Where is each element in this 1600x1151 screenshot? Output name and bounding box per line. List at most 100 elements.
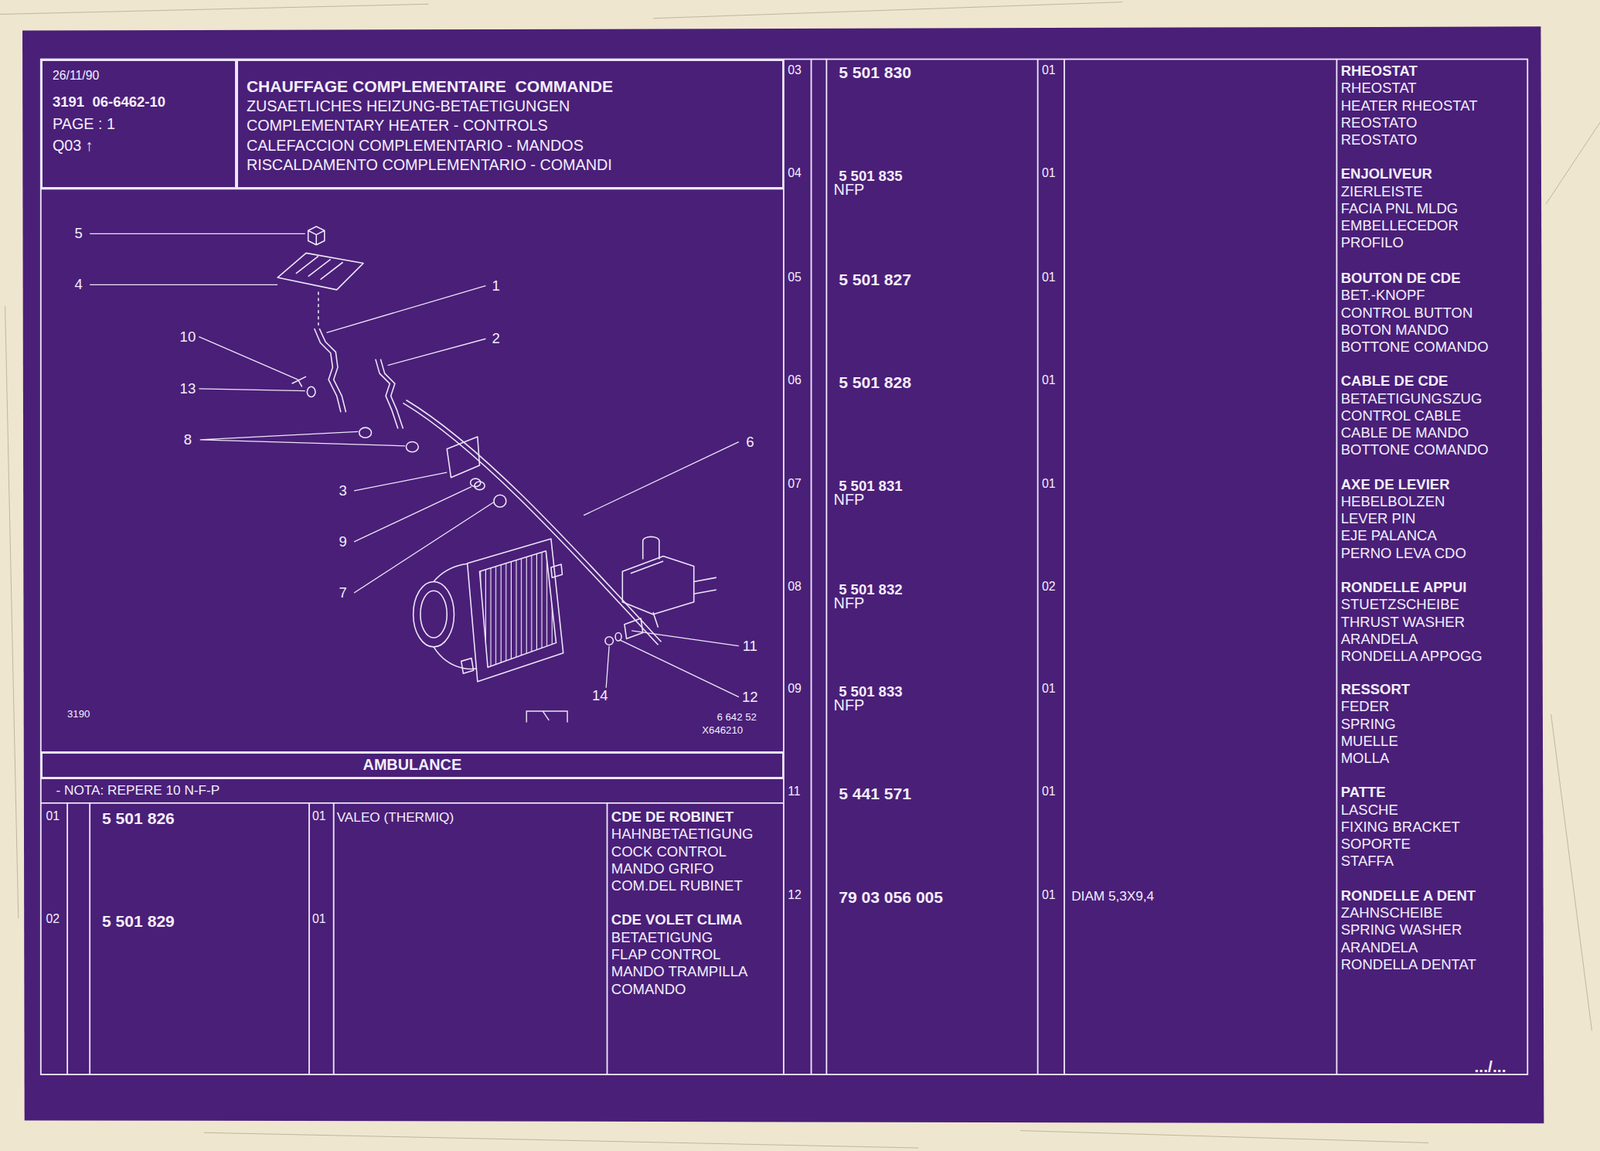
text-slot: THRUST WASHER	[1341, 614, 1465, 630]
description: MANDO GRIFO	[611, 861, 715, 877]
description: RESSORT	[1341, 681, 1410, 698]
description: COMANDO	[611, 981, 687, 998]
description: BETAETIGUNGSZUG	[1341, 391, 1483, 407]
description: STUETZSCHEIBE	[1341, 596, 1460, 613]
text-slot: MOLLA	[1341, 750, 1390, 766]
drawing-ref: X646210	[701, 725, 743, 737]
item-index: 08	[787, 579, 802, 593]
text-slot: 01	[312, 809, 327, 823]
text-slot: 5 501 826	[102, 809, 175, 828]
text-slot: ZUSAETLICHES HEIZUNG-BETAETIGUNGEN	[246, 98, 570, 116]
text-slot: RESSORT	[1341, 681, 1410, 698]
text-slot: 11	[742, 638, 758, 654]
quantity: 01	[312, 912, 327, 926]
text-slot: RISCALDAMENTO COMPLEMENTARIO - COMANDI	[246, 156, 613, 174]
text-slot: 3	[338, 483, 347, 499]
callout-number: 14	[592, 687, 609, 704]
text-slot: 8	[183, 432, 192, 448]
water-valve	[624, 618, 644, 639]
continuation-mark: .../...	[1474, 1057, 1506, 1076]
text-slot: CABLE DE CDE	[1341, 373, 1449, 389]
heater-control-parts	[405, 442, 419, 453]
text-slot: 02	[45, 912, 60, 926]
callout-number: 2	[491, 330, 500, 347]
heater-control-parts	[292, 376, 307, 387]
text-slot: AMBULANCE	[363, 756, 462, 774]
callout-number: 5	[74, 225, 83, 242]
item-index: 09	[787, 681, 802, 695]
text-slot: COM.DEL RUBINET	[611, 878, 743, 894]
water-valve	[615, 632, 622, 641]
description: CABLE DE MANDO	[1341, 425, 1470, 441]
text-slot: 6 642 52	[717, 711, 757, 724]
text-slot: 5	[74, 225, 83, 242]
heater-control-parts	[317, 292, 320, 330]
text-slot: 5 501 829	[102, 912, 175, 930]
callout-number: 1	[491, 277, 500, 293]
text-slot: 5 501 827	[838, 270, 912, 289]
text-slot: SPRING	[1341, 716, 1396, 732]
description: FEDER	[1341, 698, 1390, 715]
description: MANDO TRAMPILLA	[611, 963, 748, 980]
description: REOSTATO	[1341, 115, 1418, 131]
description: REOSTATO	[1341, 132, 1418, 148]
quantity: 01	[1041, 270, 1056, 284]
text-slot: 01	[312, 912, 327, 926]
description: LEVER PIN	[1341, 510, 1417, 527]
text-slot: CABLE DE MANDO	[1341, 425, 1470, 441]
text-slot: 4	[74, 276, 83, 293]
text-slot: 5 501 828	[838, 373, 912, 392]
description: CDE DE ROBINET	[611, 809, 734, 825]
text-slot: NFP	[834, 491, 865, 509]
heater-control-parts	[375, 359, 404, 429]
description: PATTE	[1341, 784, 1386, 800]
description: HEATER RHEOSTAT	[1341, 98, 1478, 114]
text-slot: HAHNBETAETIGUNG	[611, 826, 754, 842]
nfp-flag: NFP	[834, 697, 865, 715]
table-grid	[333, 803, 335, 1075]
description: SPRING	[1341, 716, 1396, 732]
text-slot: 01	[1041, 373, 1056, 387]
part-number: 79 03 056 005	[838, 888, 943, 906]
callout-number: 6	[745, 433, 754, 450]
text-slot: Q03 ↑	[52, 137, 94, 155]
table-grid	[810, 59, 813, 1075]
text-slot: VALEO (THERMIQ)	[337, 810, 455, 825]
heater-unit	[479, 551, 556, 668]
leader-line	[89, 233, 739, 697]
text-slot: RONDELLA APPOGG	[1341, 648, 1483, 664]
water-valve	[605, 536, 717, 645]
heater-unit	[413, 538, 564, 682]
text-slot: 01	[1041, 166, 1056, 180]
film-frame	[22, 26, 1544, 1124]
table-grid	[1335, 59, 1338, 1075]
text-slot: BOTTONE COMANDO	[1341, 339, 1489, 355]
text-slot: 7	[338, 585, 347, 601]
text-slot: PERNO LEVA CDO	[1341, 545, 1467, 562]
remark: VALEO (THERMIQ)	[337, 810, 455, 825]
text-slot: 02	[1041, 579, 1056, 593]
description: BETAETIGUNG	[611, 929, 713, 946]
text-slot: BETAETIGUNGSZUG	[1341, 391, 1483, 407]
text-slot: PATTE	[1341, 784, 1386, 800]
text-slot: MANDO GRIFO	[611, 861, 715, 877]
description: BOTTONE COMANDO	[1341, 339, 1489, 355]
heater-control-parts	[306, 386, 316, 397]
part-number: 5 441 571	[838, 784, 912, 803]
text-slot: 01	[45, 809, 60, 823]
description: THRUST WASHER	[1341, 614, 1465, 630]
item-index: 12	[787, 888, 802, 902]
description: FACIA PNL MLDG	[1341, 200, 1458, 217]
text-slot: RONDELLE APPUI	[1341, 579, 1468, 596]
text-slot: 09	[787, 681, 802, 695]
table-grid	[1037, 59, 1039, 1075]
text-slot: AXE DE LEVIER	[1341, 476, 1451, 493]
table-grid	[606, 803, 609, 1075]
text-slot: 6	[745, 433, 754, 450]
description: RONDELLE A DENT	[1341, 888, 1476, 904]
note-text: - NOTA: REPERE 10 N-F-P	[56, 782, 221, 798]
description: LASCHE	[1341, 802, 1399, 818]
part-number: 5 501 829	[102, 912, 175, 930]
